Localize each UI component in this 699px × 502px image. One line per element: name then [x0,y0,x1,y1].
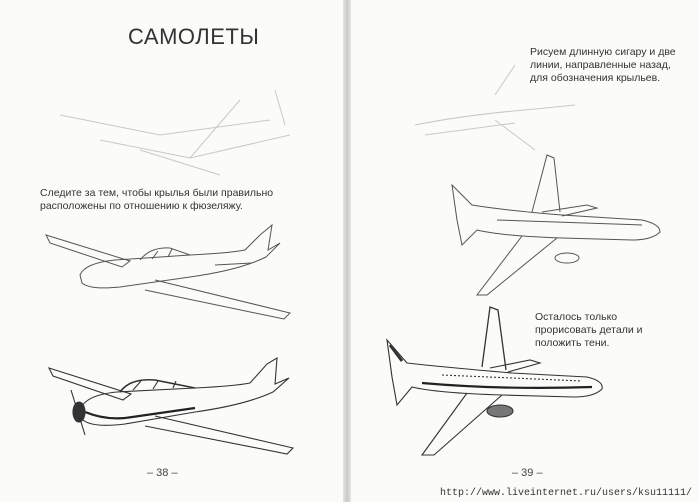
page-number-left: – 38 – [147,467,178,479]
caption-finish-details: Осталось только прорисовать детали и пол… [535,311,643,349]
caption-draw-cigar: Рисуем длинную сигару и две линии, напра… [530,46,676,84]
watermark-url: http://www.liveinternet.ru/users/ksu1111… [440,488,693,499]
left-page [0,0,345,502]
construction-sketch-left [59,89,291,176]
page-number-right: – 39 – [512,467,543,479]
propeller-plane-outline [45,223,291,320]
book-gutter [343,0,351,502]
jet-airliner-shaded [386,306,603,456]
construction-sketch-right [414,64,576,151]
jet-airliner-outline [451,154,661,296]
propeller-plane-shaded [47,356,295,455]
caption-wing-position: Следите за тем, чтобы крылья были правил… [40,187,274,212]
page-title: САМОЛЕТЫ [128,24,260,49]
right-page [349,0,699,502]
